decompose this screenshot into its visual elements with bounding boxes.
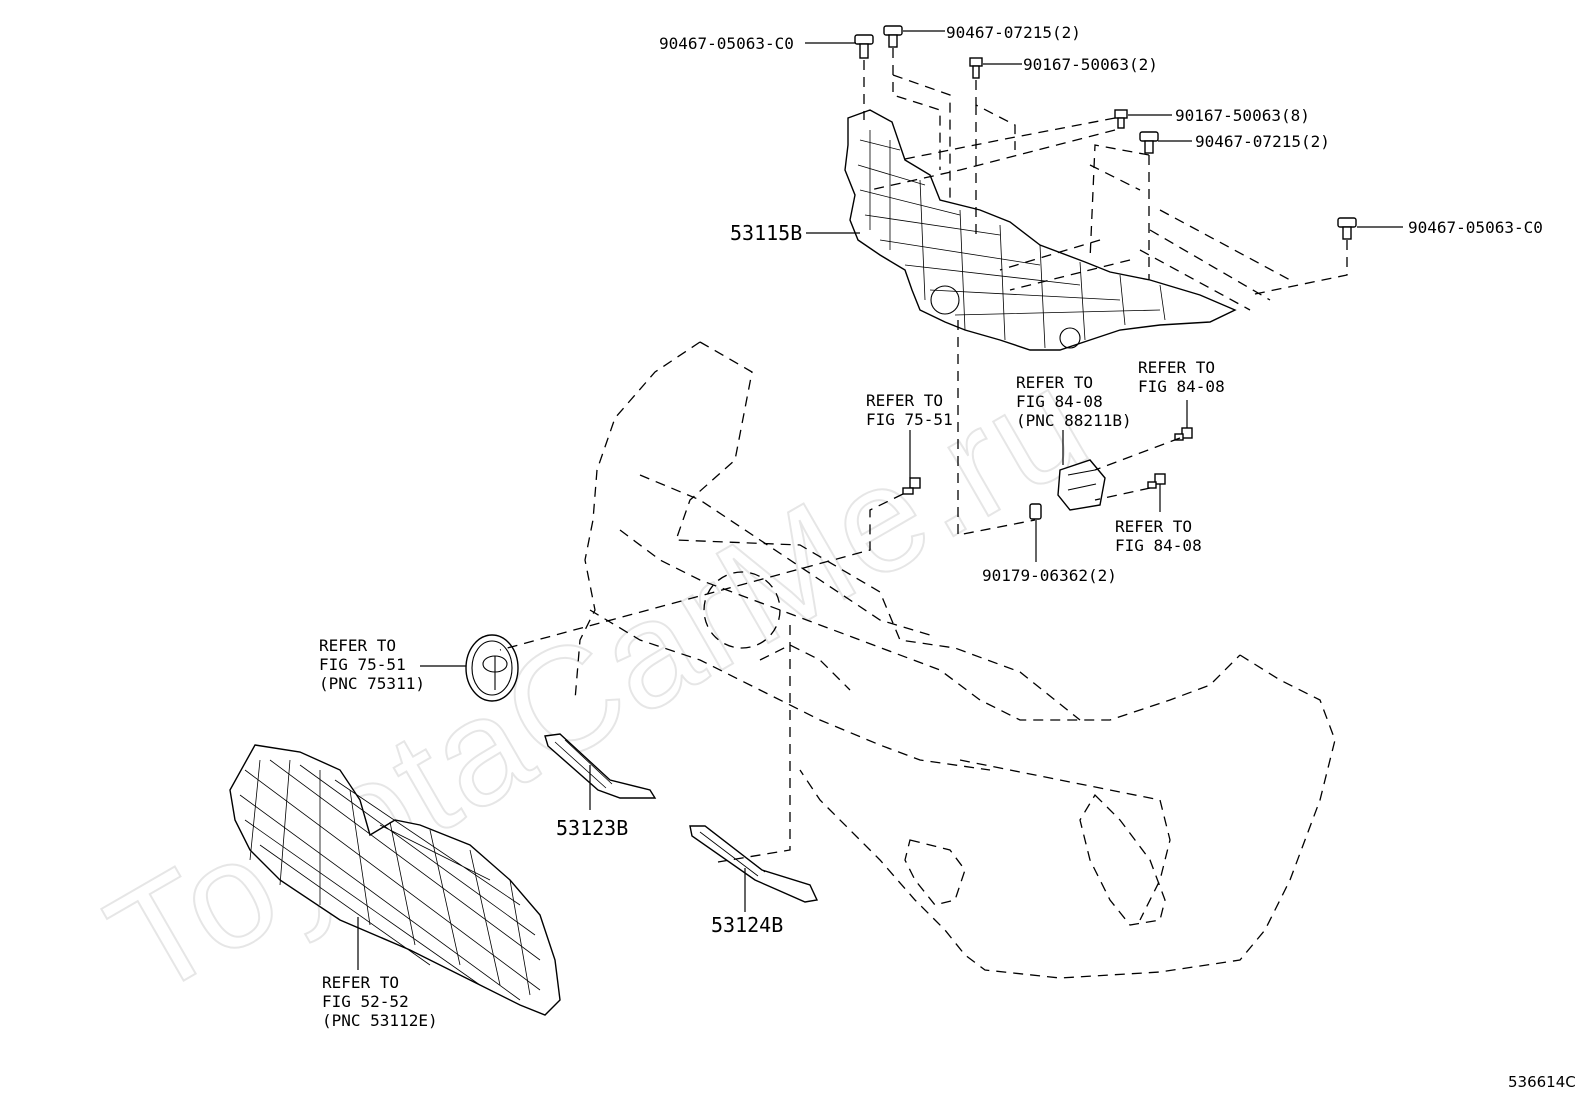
refer-radar-bolt-bottom-line2: FIG 84-08	[1115, 536, 1202, 555]
refer-radar-bolt-top-line1: REFER TO	[1138, 358, 1215, 377]
lower-grille	[229, 744, 561, 1016]
leader-lines	[357, 30, 1403, 970]
bolt-icon	[902, 477, 921, 495]
bolt-icon	[1147, 473, 1166, 489]
bolt-icon	[969, 57, 983, 79]
figure-id: 536614C	[1508, 1073, 1576, 1091]
refer-emblem-bolt-line2: FIG 75-51	[866, 410, 953, 429]
refer-radar-line2: FIG 84-08	[1016, 392, 1103, 411]
molding-53124B	[689, 825, 819, 903]
bolt-icon	[1174, 427, 1193, 441]
fastener-shapes	[854, 25, 1357, 520]
watermark-text: ToyotaCarMe.ru	[82, 335, 1114, 1028]
clip-icon	[1139, 131, 1159, 154]
label-molding-left: 53123B	[556, 816, 628, 840]
front-bumper-cover	[574, 341, 1336, 979]
clip-icon	[1337, 217, 1357, 240]
refer-emblem-line2: FIG 75-51	[319, 655, 406, 674]
label-bolt-right: 90167-50063(8)	[1175, 106, 1310, 125]
label-clip-top-mid: 90467-07215(2)	[946, 23, 1081, 42]
screw-icon	[1029, 503, 1042, 520]
bolt-icon	[1114, 109, 1128, 129]
label-bolt-top: 90167-50063(2)	[1023, 55, 1158, 74]
refer-emblem-line1: REFER TO	[319, 636, 396, 655]
label-upper-support: 53115B	[730, 221, 802, 245]
radar-sensor	[1057, 459, 1106, 511]
molding-53123B	[544, 733, 657, 799]
refer-grille-line3: (PNC 53112E)	[322, 1011, 438, 1030]
refer-emblem-line3: (PNC 75311)	[319, 674, 425, 693]
refer-emblem-bolt-line1: REFER TO	[866, 391, 943, 410]
refer-radar-bolt-top-line2: FIG 84-08	[1138, 377, 1225, 396]
upper-support-53115B	[844, 109, 1237, 351]
label-clip-right: 90467-07215(2)	[1195, 132, 1330, 151]
refer-grille-line2: FIG 52-52	[322, 992, 409, 1011]
clip-icon	[854, 34, 874, 59]
label-clip-far-right: 90467-05063-C0	[1408, 218, 1543, 237]
refer-radar-bolt-bottom-line1: REFER TO	[1115, 517, 1192, 536]
refer-radar-line1: REFER TO	[1016, 373, 1093, 392]
label-molding-right: 53124B	[711, 913, 783, 937]
label-screw-bottom: 90179-06362(2)	[982, 566, 1117, 585]
emblem	[465, 634, 519, 702]
refer-radar-line3: (PNC 88211B)	[1016, 411, 1132, 430]
clip-icon	[883, 25, 903, 48]
label-clip-top-left: 90467-05063-C0	[659, 34, 794, 53]
refer-grille-line1: REFER TO	[322, 973, 399, 992]
assembly-lines	[499, 48, 1348, 863]
